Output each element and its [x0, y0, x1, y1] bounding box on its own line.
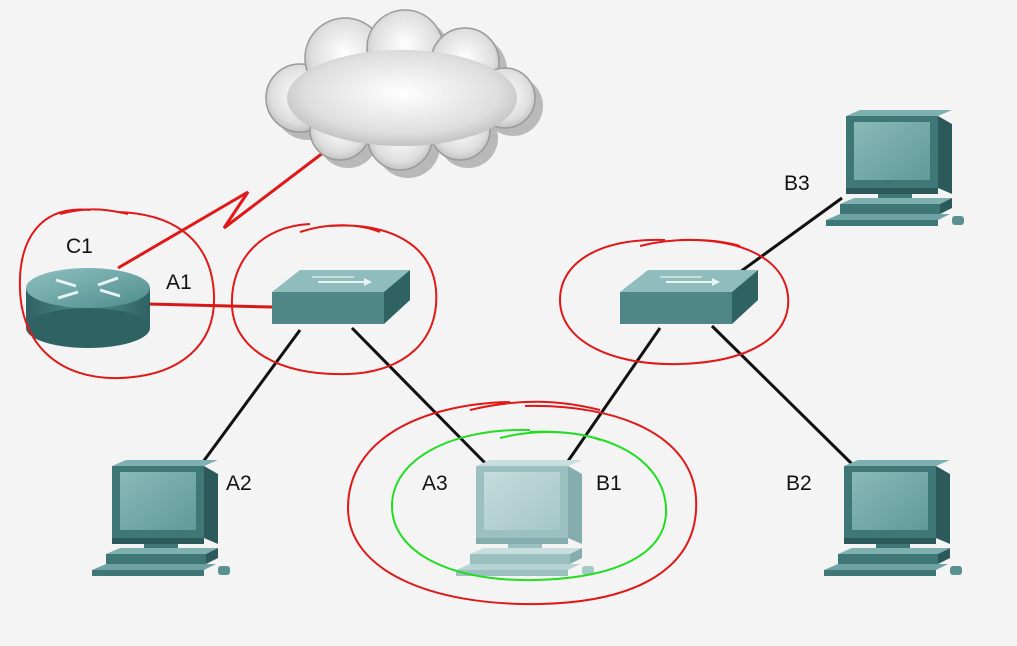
red-highlight-circles [18, 208, 790, 606]
pc-icon-a3-b1 [456, 460, 594, 576]
label-b1: B1 [596, 472, 622, 495]
label-c1: C1 [66, 235, 93, 258]
label-a2: A2 [226, 472, 252, 495]
green-highlight-circle [390, 428, 668, 582]
switch-icon-left [271, 269, 411, 325]
label-b2: B2 [786, 472, 812, 495]
highlight-a3-b1 [346, 400, 698, 606]
pc-icon-b3 [826, 110, 964, 226]
highlight-router [18, 208, 216, 380]
link-switch1-a2 [198, 329, 302, 467]
link-switch1-a3 [350, 326, 488, 466]
label-a3: A3 [422, 472, 448, 495]
link-switch2-b2 [710, 324, 854, 466]
label-b3: B3 [784, 172, 810, 195]
cloud-icon [265, 9, 543, 178]
device-labels: C1 A1 A2 A3 B1 B2 B3 [66, 172, 812, 495]
pc-icon-a2 [92, 460, 230, 576]
wan-serial-link [117, 144, 333, 270]
link-switch2-b3 [739, 196, 843, 274]
pc-icon-b2 [824, 460, 962, 576]
label-a1: A1 [166, 271, 192, 294]
router-icon [26, 268, 150, 348]
highlight-switch-right [558, 238, 790, 366]
link-router-switch1 [147, 302, 273, 309]
link-switch2-b1 [564, 327, 662, 465]
ethernet-links [198, 196, 854, 467]
highlight-switch-left [230, 223, 438, 376]
switch-icon-right [619, 269, 759, 325]
